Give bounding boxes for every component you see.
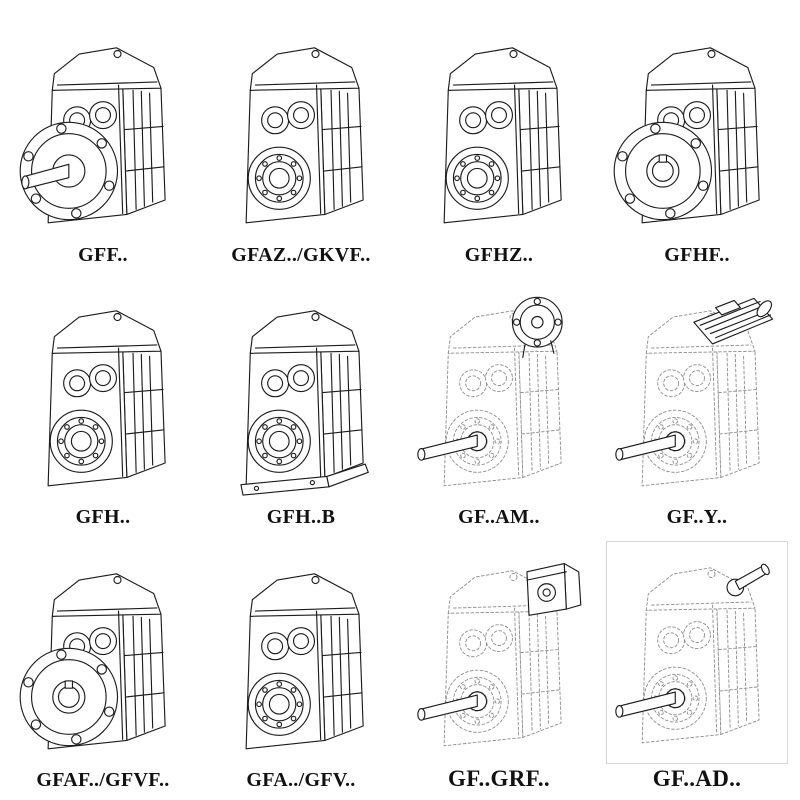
- product-label: GFHF..: [664, 243, 730, 266]
- drawing-frame: [411, 547, 587, 764]
- drawing-frame: [606, 540, 788, 764]
- gearbox-adapter-flange-drawing: [417, 296, 563, 487]
- gearbox-flange-shaft-drawing: [19, 47, 166, 224]
- product-label: GFF..: [78, 243, 128, 266]
- drawing-frame: [15, 24, 191, 241]
- gearbox-input-adapter-drawing: [417, 562, 582, 746]
- product-cell-gfa-gfv: GFA../GFV..: [202, 531, 400, 794]
- drawing-frame: [411, 287, 587, 504]
- drawing-frame: [213, 550, 389, 767]
- product-cell-gfaz-gkvf: GFAZ../GKVF..: [202, 6, 400, 269]
- product-cell-gf-y: GF..Y..: [598, 269, 796, 532]
- drawing-frame: [15, 550, 191, 767]
- product-label: GFH..B: [266, 506, 336, 529]
- gearbox-with-motor-drawing: [615, 297, 775, 487]
- product-cell-gf-grf: GF..GRF..: [400, 531, 598, 794]
- product-cell-gff: GFF..: [4, 6, 202, 269]
- drawing-frame: [15, 287, 191, 504]
- product-cell-gf-am: GF..AM..: [400, 269, 598, 532]
- product-label: GFHZ..: [464, 243, 534, 266]
- product-label: GF..GRF..: [448, 765, 550, 791]
- gearbox-hollow-shaft-drawing: [443, 47, 562, 224]
- drawing-frame: [609, 287, 785, 504]
- gearbox-flange-hollow-drawing: [19, 572, 166, 749]
- product-cell-gfhf: GFHF..: [598, 6, 796, 269]
- gearbox-flange-hollow-drawing: [613, 47, 760, 224]
- product-cell-gfaf-gfvf: GFAF../GFVF..: [4, 531, 202, 794]
- product-label: GF..AD..: [652, 765, 742, 791]
- product-label: GFH..: [75, 506, 131, 529]
- drawing-frame: [213, 287, 389, 504]
- product-label: GF..AM..: [458, 506, 540, 529]
- gearbox-hollow-shaft-drawing: [245, 47, 364, 224]
- gearbox-hollow-shaft-drawing: [47, 310, 166, 487]
- product-cell-gfh-b: GFH..B: [202, 269, 400, 532]
- product-label: GF..Y..: [666, 506, 728, 529]
- drawing-frame: [411, 24, 587, 241]
- product-cell-gfh: GFH..: [4, 269, 202, 532]
- drawing-frame: [213, 24, 389, 241]
- gearbox-input-shaft-drawing: [615, 561, 772, 743]
- drawing-frame: [609, 24, 785, 241]
- product-label: GFAF../GFVF..: [36, 768, 170, 791]
- product-label: GFA../GFV..: [246, 768, 356, 791]
- product-label: GFAZ../GKVF..: [231, 243, 371, 266]
- gearbox-foot-mounted-drawing: [240, 310, 369, 496]
- gearbox-hollow-shaft-drawing: [245, 572, 364, 749]
- product-cell-gfhz: GFHZ..: [400, 6, 598, 269]
- product-cell-gf-ad: GF..AD..: [598, 531, 796, 794]
